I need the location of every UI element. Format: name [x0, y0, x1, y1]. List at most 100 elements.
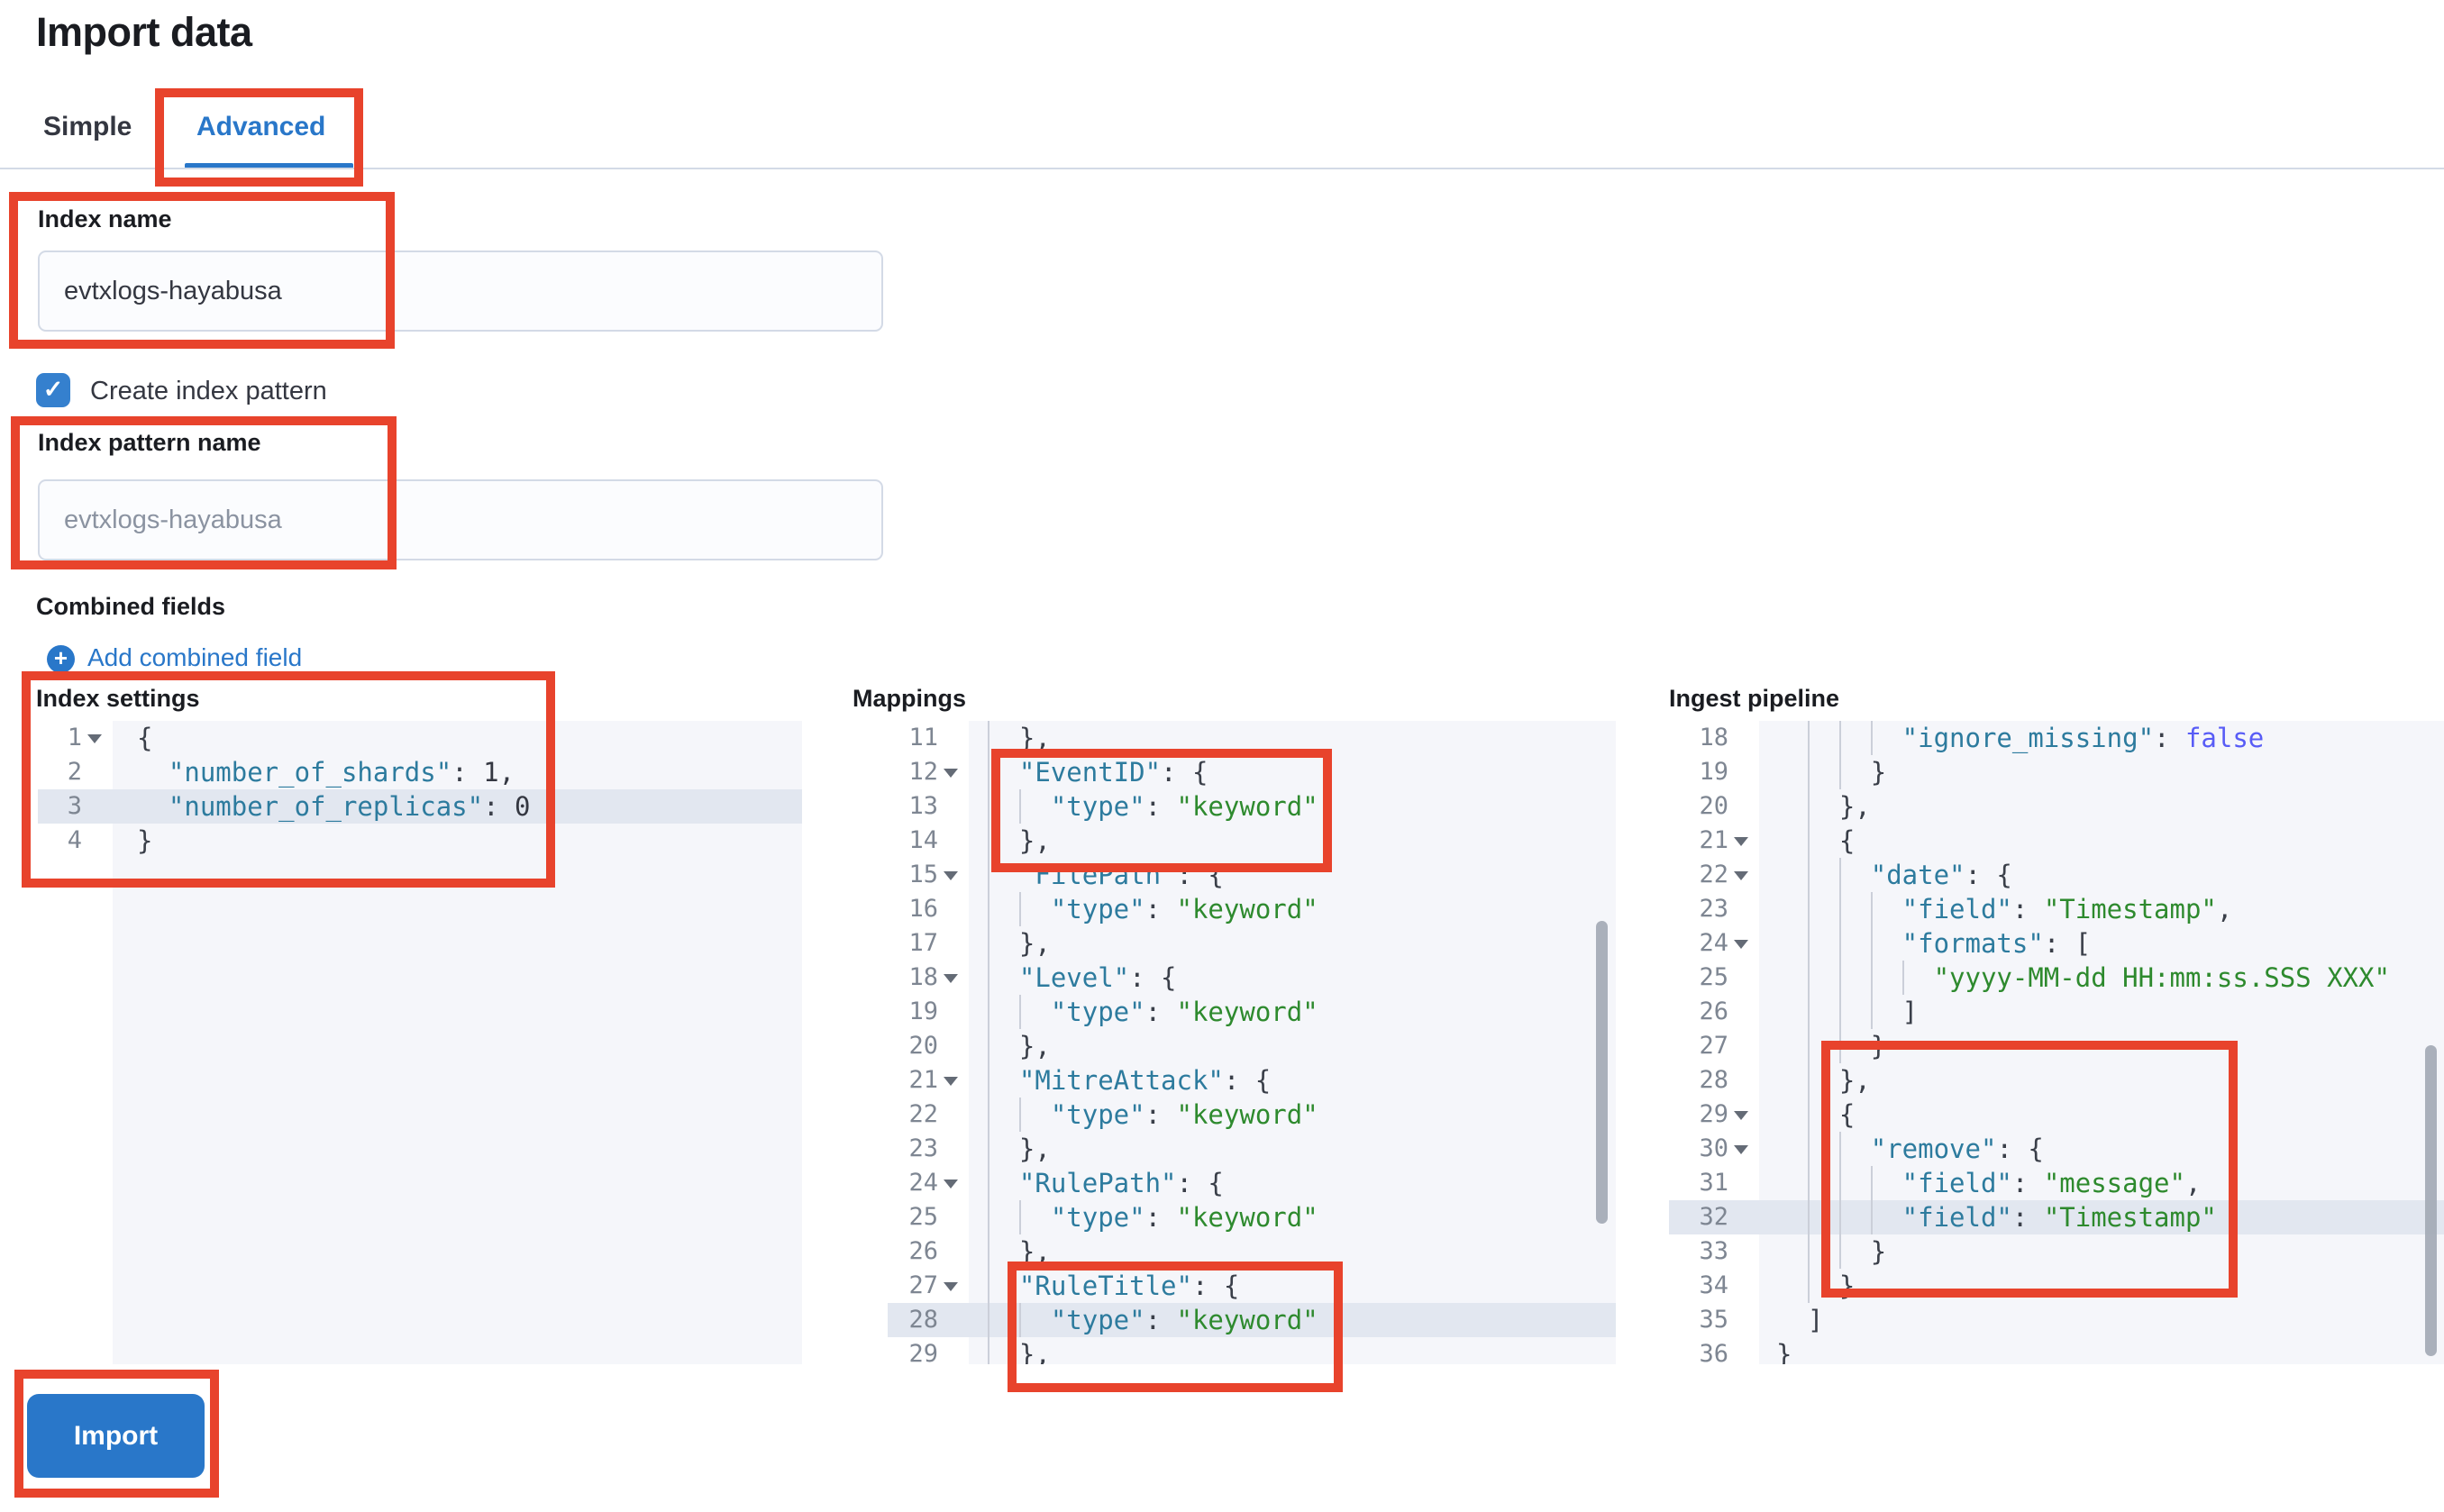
tab-advanced[interactable]: Advanced	[196, 112, 326, 141]
index-name-input[interactable]	[38, 250, 883, 332]
line-number: 18	[1699, 724, 1728, 751]
code-text: "type": "keyword"	[1050, 1099, 1318, 1130]
code-text: },	[1838, 1065, 1871, 1096]
indent-guide	[1807, 1200, 1810, 1234]
create-index-pattern-checkbox[interactable]: ✓	[36, 373, 70, 407]
line-number: 35	[1699, 1306, 1728, 1334]
code-text: },	[1018, 723, 1051, 753]
fold-arrow-icon[interactable]	[944, 769, 958, 778]
indent-guide	[1807, 755, 1810, 789]
indent-guide	[1838, 1132, 1841, 1166]
line-number: 18	[908, 963, 938, 991]
code-line-24: 24 "RulePath": {	[888, 1166, 1616, 1200]
line-number: 24	[908, 1169, 938, 1197]
code-text: },	[1018, 1134, 1051, 1164]
indent-guide	[1807, 892, 1810, 926]
code-text: "RulePath": {	[1018, 1168, 1224, 1198]
indent-guide	[1870, 926, 1873, 961]
code-line-13: 13"type": "keyword"	[888, 789, 1616, 824]
code-text: "type": "keyword"	[1050, 791, 1318, 822]
fold-arrow-icon[interactable]	[944, 871, 958, 880]
code-text: }	[1870, 1031, 1887, 1061]
indent-guide	[1838, 721, 1841, 755]
index-settings-label: Index settings	[36, 685, 200, 712]
fold-arrow-icon[interactable]	[944, 1180, 958, 1189]
code-line-21: 21"MitreAttack": {	[888, 1063, 1616, 1098]
fold-arrow-icon[interactable]	[944, 1282, 958, 1291]
code-text: "RuleTitle": {	[1018, 1271, 1240, 1301]
ingest-vertical-scrollbar[interactable]	[2425, 1045, 2437, 1356]
tab-advanced-underline	[185, 163, 353, 169]
code-text: }	[1870, 757, 1887, 788]
code-text: }	[137, 825, 153, 856]
indent-guide	[1807, 961, 1810, 995]
index-name-label: Index name	[38, 205, 172, 232]
combined-fields-label: Combined fields	[36, 593, 226, 620]
fold-arrow-icon[interactable]	[87, 734, 102, 743]
indent-guide	[1838, 995, 1841, 1029]
plus-icon: +	[47, 645, 75, 673]
tabs-divider	[0, 168, 2444, 169]
indent-guide	[988, 858, 989, 892]
code-line-25: 25 "yyyy-MM-dd HH:mm:ss.SSS XXX"	[1669, 961, 2444, 995]
line-number: 22	[1699, 861, 1728, 888]
mappings-vertical-scrollbar[interactable]	[1596, 921, 1608, 1224]
code-line-26: 26},	[888, 1234, 1616, 1269]
line-number: 21	[1699, 826, 1728, 854]
fold-arrow-icon[interactable]	[944, 1077, 958, 1086]
fold-arrow-icon[interactable]	[944, 974, 958, 983]
code-text: },	[1018, 1236, 1051, 1267]
code-text: "type": "keyword"	[1050, 894, 1318, 925]
fold-arrow-icon[interactable]	[1734, 940, 1748, 949]
code-line-25: 25"type": "keyword"	[888, 1200, 1616, 1234]
indent-guide	[1838, 1200, 1841, 1234]
indent-guide	[1807, 1063, 1810, 1098]
indent-guide	[988, 1166, 989, 1200]
code-text: "formats": [	[1901, 928, 2092, 959]
code-text: "type": "keyword"	[1050, 1202, 1318, 1233]
indent-guide	[988, 755, 989, 789]
indent-guide	[1807, 1234, 1810, 1269]
ingest-pipeline-label: Ingest pipeline	[1669, 685, 1840, 712]
code-text: "yyyy-MM-dd HH:mm:ss.SSS XXX"	[1933, 962, 2390, 993]
code-text: },	[1018, 1031, 1051, 1061]
line-number: 4	[67, 826, 82, 854]
checkmark-icon: ✓	[42, 376, 64, 403]
fold-arrow-icon[interactable]	[1734, 1145, 1748, 1154]
line-number: 34	[1699, 1271, 1728, 1299]
code-line-27: 27}	[1669, 1029, 2444, 1063]
indent-guide	[1807, 1098, 1810, 1132]
index-settings-editor[interactable]: 1{2"number_of_shards": 1,3"number_of_rep…	[38, 721, 802, 1364]
editor-background	[969, 721, 1616, 1364]
indent-guide	[988, 1337, 989, 1364]
code-line-23: 23},	[888, 1132, 1616, 1166]
indent-guide	[1901, 961, 1904, 995]
indent-guide	[1807, 824, 1810, 858]
indent-guide	[1018, 789, 1021, 824]
line-number: 19	[908, 997, 938, 1025]
indent-guide	[1018, 1303, 1021, 1337]
mappings-editor[interactable]: 11},12"EventID": {13"type": "keyword"14}…	[888, 721, 1616, 1364]
code-text: "FilePath": {	[1018, 860, 1224, 890]
code-line-28: 28"type": "keyword"	[888, 1303, 1616, 1337]
code-text: "Level": {	[1018, 962, 1177, 993]
code-line-1: 1{	[38, 721, 802, 755]
code-line-18: 18 "Level": {	[888, 961, 1616, 995]
indent-guide	[1807, 1269, 1810, 1303]
line-number: 25	[1699, 963, 1728, 991]
line-number: 21	[908, 1066, 938, 1094]
index-pattern-name-input[interactable]	[38, 479, 883, 560]
code-line-22: 22"type": "keyword"	[888, 1098, 1616, 1132]
import-button[interactable]: Import	[27, 1394, 205, 1478]
line-number: 30	[1699, 1134, 1728, 1162]
indent-guide	[1807, 1029, 1810, 1063]
fold-arrow-icon[interactable]	[1734, 1111, 1748, 1120]
indent-guide	[1807, 1132, 1810, 1166]
tab-simple[interactable]: Simple	[43, 112, 132, 141]
indent-guide	[1807, 995, 1810, 1029]
fold-arrow-icon[interactable]	[1734, 871, 1748, 880]
line-number: 28	[908, 1306, 938, 1334]
fold-arrow-icon[interactable]	[1734, 837, 1748, 846]
code-line-17: 17},	[888, 926, 1616, 961]
